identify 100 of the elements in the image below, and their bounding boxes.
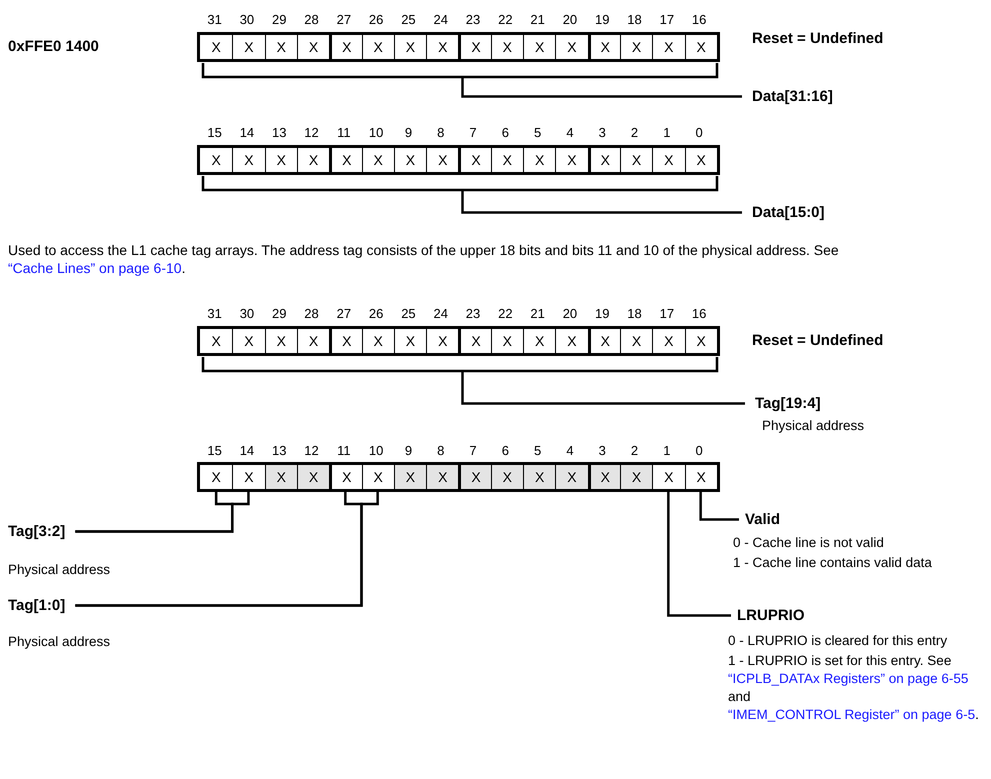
bit-cell: X <box>296 35 330 59</box>
bit-cell: X <box>523 148 556 172</box>
register-bar <box>197 32 720 62</box>
bit-cell: X <box>588 329 620 353</box>
bit-number: 5 <box>533 443 542 458</box>
bit-cell: X <box>329 148 362 172</box>
bit-number: 25 <box>400 306 417 321</box>
bit-number: 29 <box>271 306 288 321</box>
register-bar <box>197 145 720 175</box>
bit-number: 9 <box>404 125 414 140</box>
bit-number: 26 <box>368 306 384 321</box>
bit-number: 4 <box>565 125 575 140</box>
bit-cell: X <box>426 148 458 172</box>
bit-cell: X <box>555 465 588 489</box>
bit-cell: X <box>523 329 556 353</box>
bit-number: 14 <box>238 125 256 140</box>
bit-number: 8 <box>436 443 446 458</box>
bit-number: 2 <box>630 125 640 140</box>
bit-cell: X <box>362 329 394 353</box>
bit-cell: X <box>200 465 232 489</box>
bit-cell: X <box>264 148 297 172</box>
bit-cell: X <box>329 465 362 489</box>
bit-number: 11 <box>336 443 352 458</box>
bit-number: 0 <box>694 443 704 458</box>
bit-number: 6 <box>500 125 510 140</box>
bit-cell: X <box>232 148 265 172</box>
bit-number: 1 <box>662 125 672 140</box>
bit-cell: X <box>458 148 491 172</box>
bit-number: 14 <box>238 443 256 458</box>
bit-number: 3 <box>598 125 607 140</box>
bit-cell: X <box>490 465 523 489</box>
bit-number: 23 <box>464 12 482 27</box>
bit-cell: X <box>555 35 588 59</box>
bit-cell: X <box>232 35 265 59</box>
bit-cell: X <box>490 148 523 172</box>
bit-cell: X <box>458 329 491 353</box>
bit-number: 25 <box>400 12 417 27</box>
bit-number: 31 <box>206 306 223 321</box>
bit-number: 5 <box>533 125 542 140</box>
bit-cell: X <box>684 329 717 353</box>
bit-number: 19 <box>594 12 610 27</box>
field-description: 1 - Cache line contains valid data <box>733 554 933 572</box>
field-description: 1 - LRUPRIO is set for this entry. See “ICPLB_DATAx Registers” on page 6-55 and “IMEM_CONTROL Register” on page 6-5. <box>728 652 980 724</box>
bit-number: 27 <box>336 306 352 321</box>
bit-cell: X <box>523 35 556 59</box>
field-description: Physical address <box>8 633 112 651</box>
bit-number: 22 <box>497 306 514 321</box>
bit-cell: X <box>458 35 491 59</box>
bit-number: 21 <box>529 306 546 321</box>
bit-number: 20 <box>562 12 578 27</box>
field-name: Tag[1:0] <box>8 597 66 614</box>
bit-number: 23 <box>464 306 482 321</box>
bit-number: 24 <box>432 306 449 321</box>
reset-value: Reset = Undefined <box>752 332 884 349</box>
field-name: Tag[19:4] <box>755 395 821 412</box>
bit-cell: X <box>394 329 426 353</box>
bit-cell: X <box>329 35 362 59</box>
link: “Cache Lines” on page 6-10 <box>8 260 182 276</box>
bit-cell: X <box>620 148 652 172</box>
bit-number: 1 <box>662 443 672 458</box>
bit-cell: X <box>264 465 297 489</box>
bit-cell: X <box>620 329 652 353</box>
bit-number: 18 <box>626 306 643 321</box>
bit-number: 9 <box>404 443 414 458</box>
reset-value: Reset = Undefined <box>752 30 884 47</box>
bit-number: 26 <box>368 12 384 27</box>
bit-cell: X <box>296 465 330 489</box>
bit-number: 16 <box>690 12 708 27</box>
bit-number: 28 <box>303 12 320 27</box>
bit-number: 13 <box>271 125 288 140</box>
bit-cell: X <box>362 35 394 59</box>
bit-cell: X <box>264 35 297 59</box>
field-description: 0 - Cache line is not valid <box>733 534 885 552</box>
bit-number: 12 <box>303 125 320 140</box>
bit-cell: X <box>200 329 232 353</box>
field-name: Valid <box>745 511 780 528</box>
field-name: LRUPRIO <box>737 607 804 624</box>
bit-number: 24 <box>432 12 449 27</box>
bit-number: 3 <box>598 443 607 458</box>
register-address: 0xFFE0 1400 <box>8 38 99 55</box>
bit-cell: X <box>458 465 491 489</box>
leader-line <box>202 62 744 98</box>
bit-cell: X <box>652 329 684 353</box>
link: “ICPLB_DATAx Registers” on page 6-55 <box>728 671 968 686</box>
bit-cell: X <box>426 329 458 353</box>
bit-number: 6 <box>500 443 510 458</box>
bit-number: 12 <box>303 443 320 458</box>
bit-number: 10 <box>368 443 384 458</box>
bit-number: 7 <box>468 125 478 140</box>
bit-cell: X <box>555 148 588 172</box>
field-name: Data[31:16] <box>752 88 833 105</box>
bit-cell: X <box>200 148 232 172</box>
bit-number: 16 <box>690 306 708 321</box>
bit-number: 27 <box>336 12 352 27</box>
bit-cell: X <box>329 329 362 353</box>
bit-number: 0 <box>694 125 704 140</box>
bit-number: 8 <box>436 125 446 140</box>
bit-number: 15 <box>206 443 223 458</box>
field-name: Tag[3:2] <box>8 523 66 540</box>
bit-cell: X <box>394 465 426 489</box>
